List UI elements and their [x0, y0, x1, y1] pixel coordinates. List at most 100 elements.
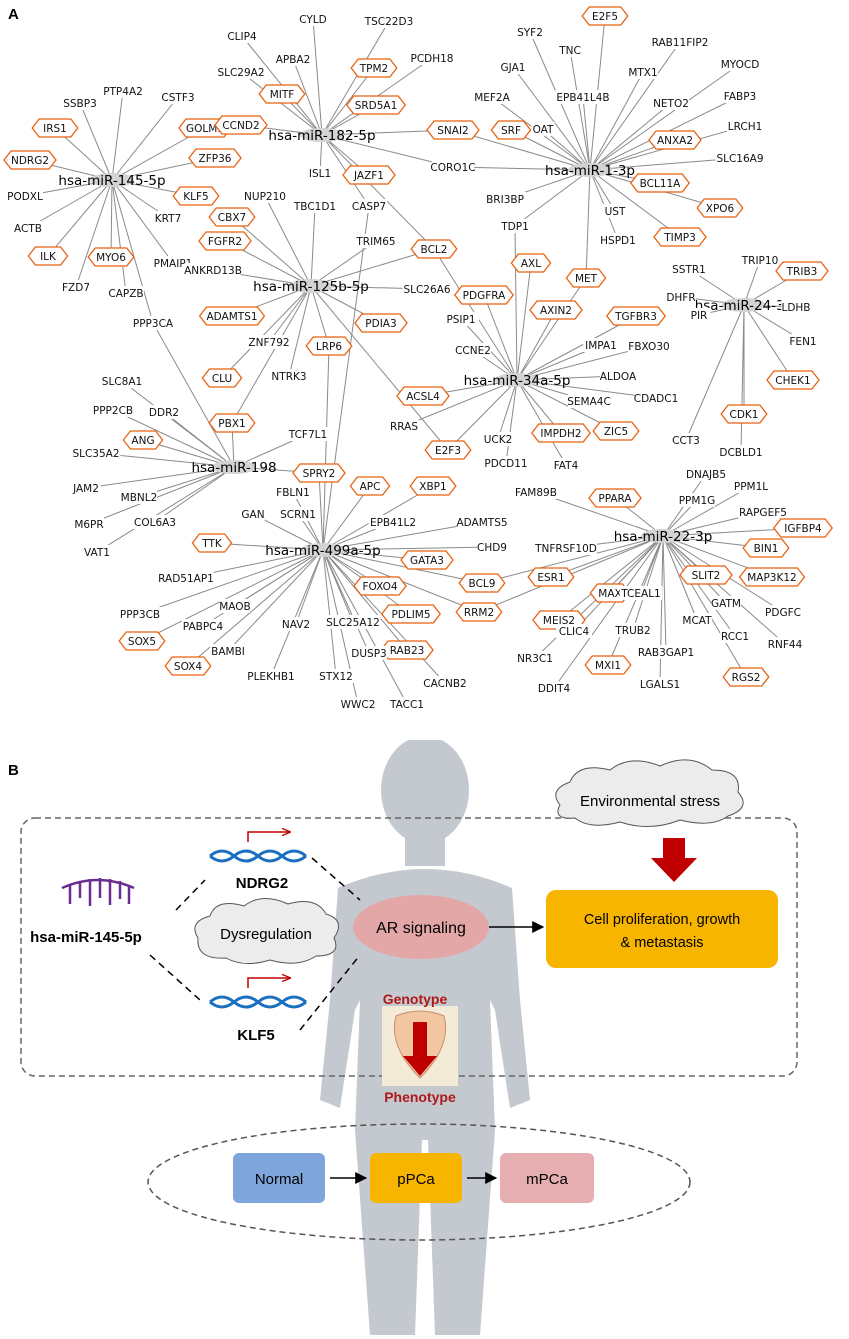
hub-node	[641, 529, 685, 543]
hub-hsa-mir-125b-5p: hsa-miR-125b-5p	[253, 279, 369, 295]
gene-label-background	[271, 369, 307, 383]
gene-znf792: ZNF792	[247, 335, 291, 349]
gene-label-background	[151, 256, 195, 270]
gene-label-background	[687, 308, 711, 322]
gene-label: EPB41L4B	[556, 92, 609, 104]
gene-hexagon	[653, 227, 707, 247]
gene-irs1: IRS1	[31, 118, 79, 138]
gene-hexagon	[118, 631, 166, 651]
outcome-box	[546, 890, 778, 968]
gene-fbln1: FBLN1	[275, 485, 311, 499]
gene-label-background	[101, 84, 145, 98]
edge-rab11fip2-h1	[589, 41, 681, 171]
gene-label: TRIM65	[355, 236, 395, 248]
edge-jam2-h198	[85, 466, 235, 489]
gene-label-background	[71, 481, 101, 495]
gene-jazf1: JAZF1	[342, 165, 396, 185]
gene-coro1c: CORO1C	[430, 160, 476, 174]
gene-nr3c1: NR3C1	[517, 651, 553, 665]
edge-epb41l4b-h1	[582, 96, 591, 171]
gene-tnc: TNC	[558, 43, 582, 57]
gene-ust: UST	[603, 204, 627, 218]
gene-label-background	[555, 90, 611, 104]
gene-label-background	[247, 335, 291, 349]
gene-label-background	[153, 211, 183, 225]
gene-label: ZNF792	[248, 337, 289, 349]
gene-label: DHFR	[666, 292, 695, 304]
gene-ppp3ca: PPP3CA	[131, 316, 175, 330]
edge-dcbld1-h24	[740, 304, 745, 453]
gene-label-background	[71, 446, 121, 460]
gene-label-background	[351, 646, 387, 660]
gene-label-background	[402, 282, 452, 296]
edge-ppp3cb-h499	[139, 549, 324, 615]
gene-label-background	[722, 89, 758, 103]
gene-label-background	[500, 219, 530, 233]
gene-label: ISL1	[309, 168, 331, 180]
outcome-line2: & metastasis	[621, 935, 704, 951]
gene-slc16a9: SLC16A9	[715, 151, 765, 165]
gene-impdh2: IMPDH2	[530, 423, 592, 443]
edge-pbx1-h125	[231, 285, 312, 424]
gene-rras: RRAS	[389, 419, 419, 433]
gene-ppm1l: PPM1L	[733, 479, 769, 493]
hub-node	[90, 173, 134, 187]
gene-label: CORO1C	[430, 162, 475, 174]
gene-mef2a: MEF2A	[474, 90, 511, 104]
ar-signaling-ellipse	[353, 895, 489, 959]
gene-label: SOX5	[128, 636, 156, 648]
gene-label: PABPC4	[183, 621, 224, 633]
edge-trip10-h24	[743, 259, 761, 306]
gene-ntrk3: NTRK3	[271, 369, 307, 383]
edge-pmaip1-h145	[111, 179, 174, 264]
gene-label: CLU	[212, 373, 232, 385]
gene-label-background	[293, 199, 337, 213]
gene-label-background	[286, 427, 330, 441]
gene-bcl11a: BCL11A	[629, 173, 691, 193]
gene-isl1: ISL1	[305, 166, 335, 180]
klf5-dna-icon	[209, 978, 307, 1009]
gene-label: SRD5A1	[355, 100, 398, 112]
edge-bambi-h499	[227, 549, 324, 652]
gene-fgfr2: FGFR2	[198, 231, 252, 251]
gene-aldoa: ALDOA	[600, 369, 637, 383]
gene-fzd7: FZD7	[61, 280, 91, 294]
gene-label: SOX4	[174, 661, 202, 673]
gene-hexagon	[592, 421, 640, 441]
gene-hexagon	[349, 476, 391, 496]
gene-pmaip1: PMAIP1	[151, 256, 195, 270]
gene-label: MCAT	[682, 615, 712, 627]
gene-label: CACNB2	[423, 678, 466, 690]
gene-rrm2: RRM2	[455, 602, 503, 622]
hub-hsa-mir-1-3p: hsa-miR-1-3p	[545, 163, 635, 179]
gene-srf: SRF	[490, 120, 532, 140]
edge-trub2-h22	[632, 535, 664, 631]
dysregulation-cloud: Dysregulation	[194, 898, 339, 964]
edge-fbxo30-h34	[516, 345, 650, 381]
gene-label: FAM89B	[515, 487, 557, 499]
gene-stx12: STX12	[318, 669, 354, 683]
edge-e2f3-h125	[310, 285, 449, 451]
gene-cstf3: CSTF3	[160, 90, 196, 104]
gene-hexagon	[738, 567, 806, 587]
gene-label: MEF2A	[474, 92, 510, 104]
gene-hexagon	[529, 300, 583, 320]
gene-gata3: GATA3	[400, 550, 454, 570]
gene-anxa2: ANXA2	[648, 130, 702, 150]
edge-cyld-h182	[312, 18, 323, 136]
gene-hexagon	[396, 386, 450, 406]
gene-label: TGFBR3	[614, 311, 657, 323]
gene-syf2: SYF2	[515, 25, 545, 39]
edge-cct3-h24	[685, 304, 745, 441]
gene-label-background	[181, 619, 225, 633]
gene-label-background	[638, 645, 694, 659]
gene-label: PPM1G	[679, 495, 716, 507]
gene-rcc1: RCC1	[720, 629, 750, 643]
edge-tpm2-h182	[321, 67, 375, 136]
hub-label: hsa-miR-182-5p	[268, 128, 375, 144]
gene-label-background	[457, 515, 507, 529]
gene-hexagon	[490, 120, 532, 140]
edge-adamts5-h499	[322, 521, 483, 551]
gene-tgfbr3: TGFBR3	[605, 306, 667, 326]
gene-apc: APC	[349, 476, 391, 496]
